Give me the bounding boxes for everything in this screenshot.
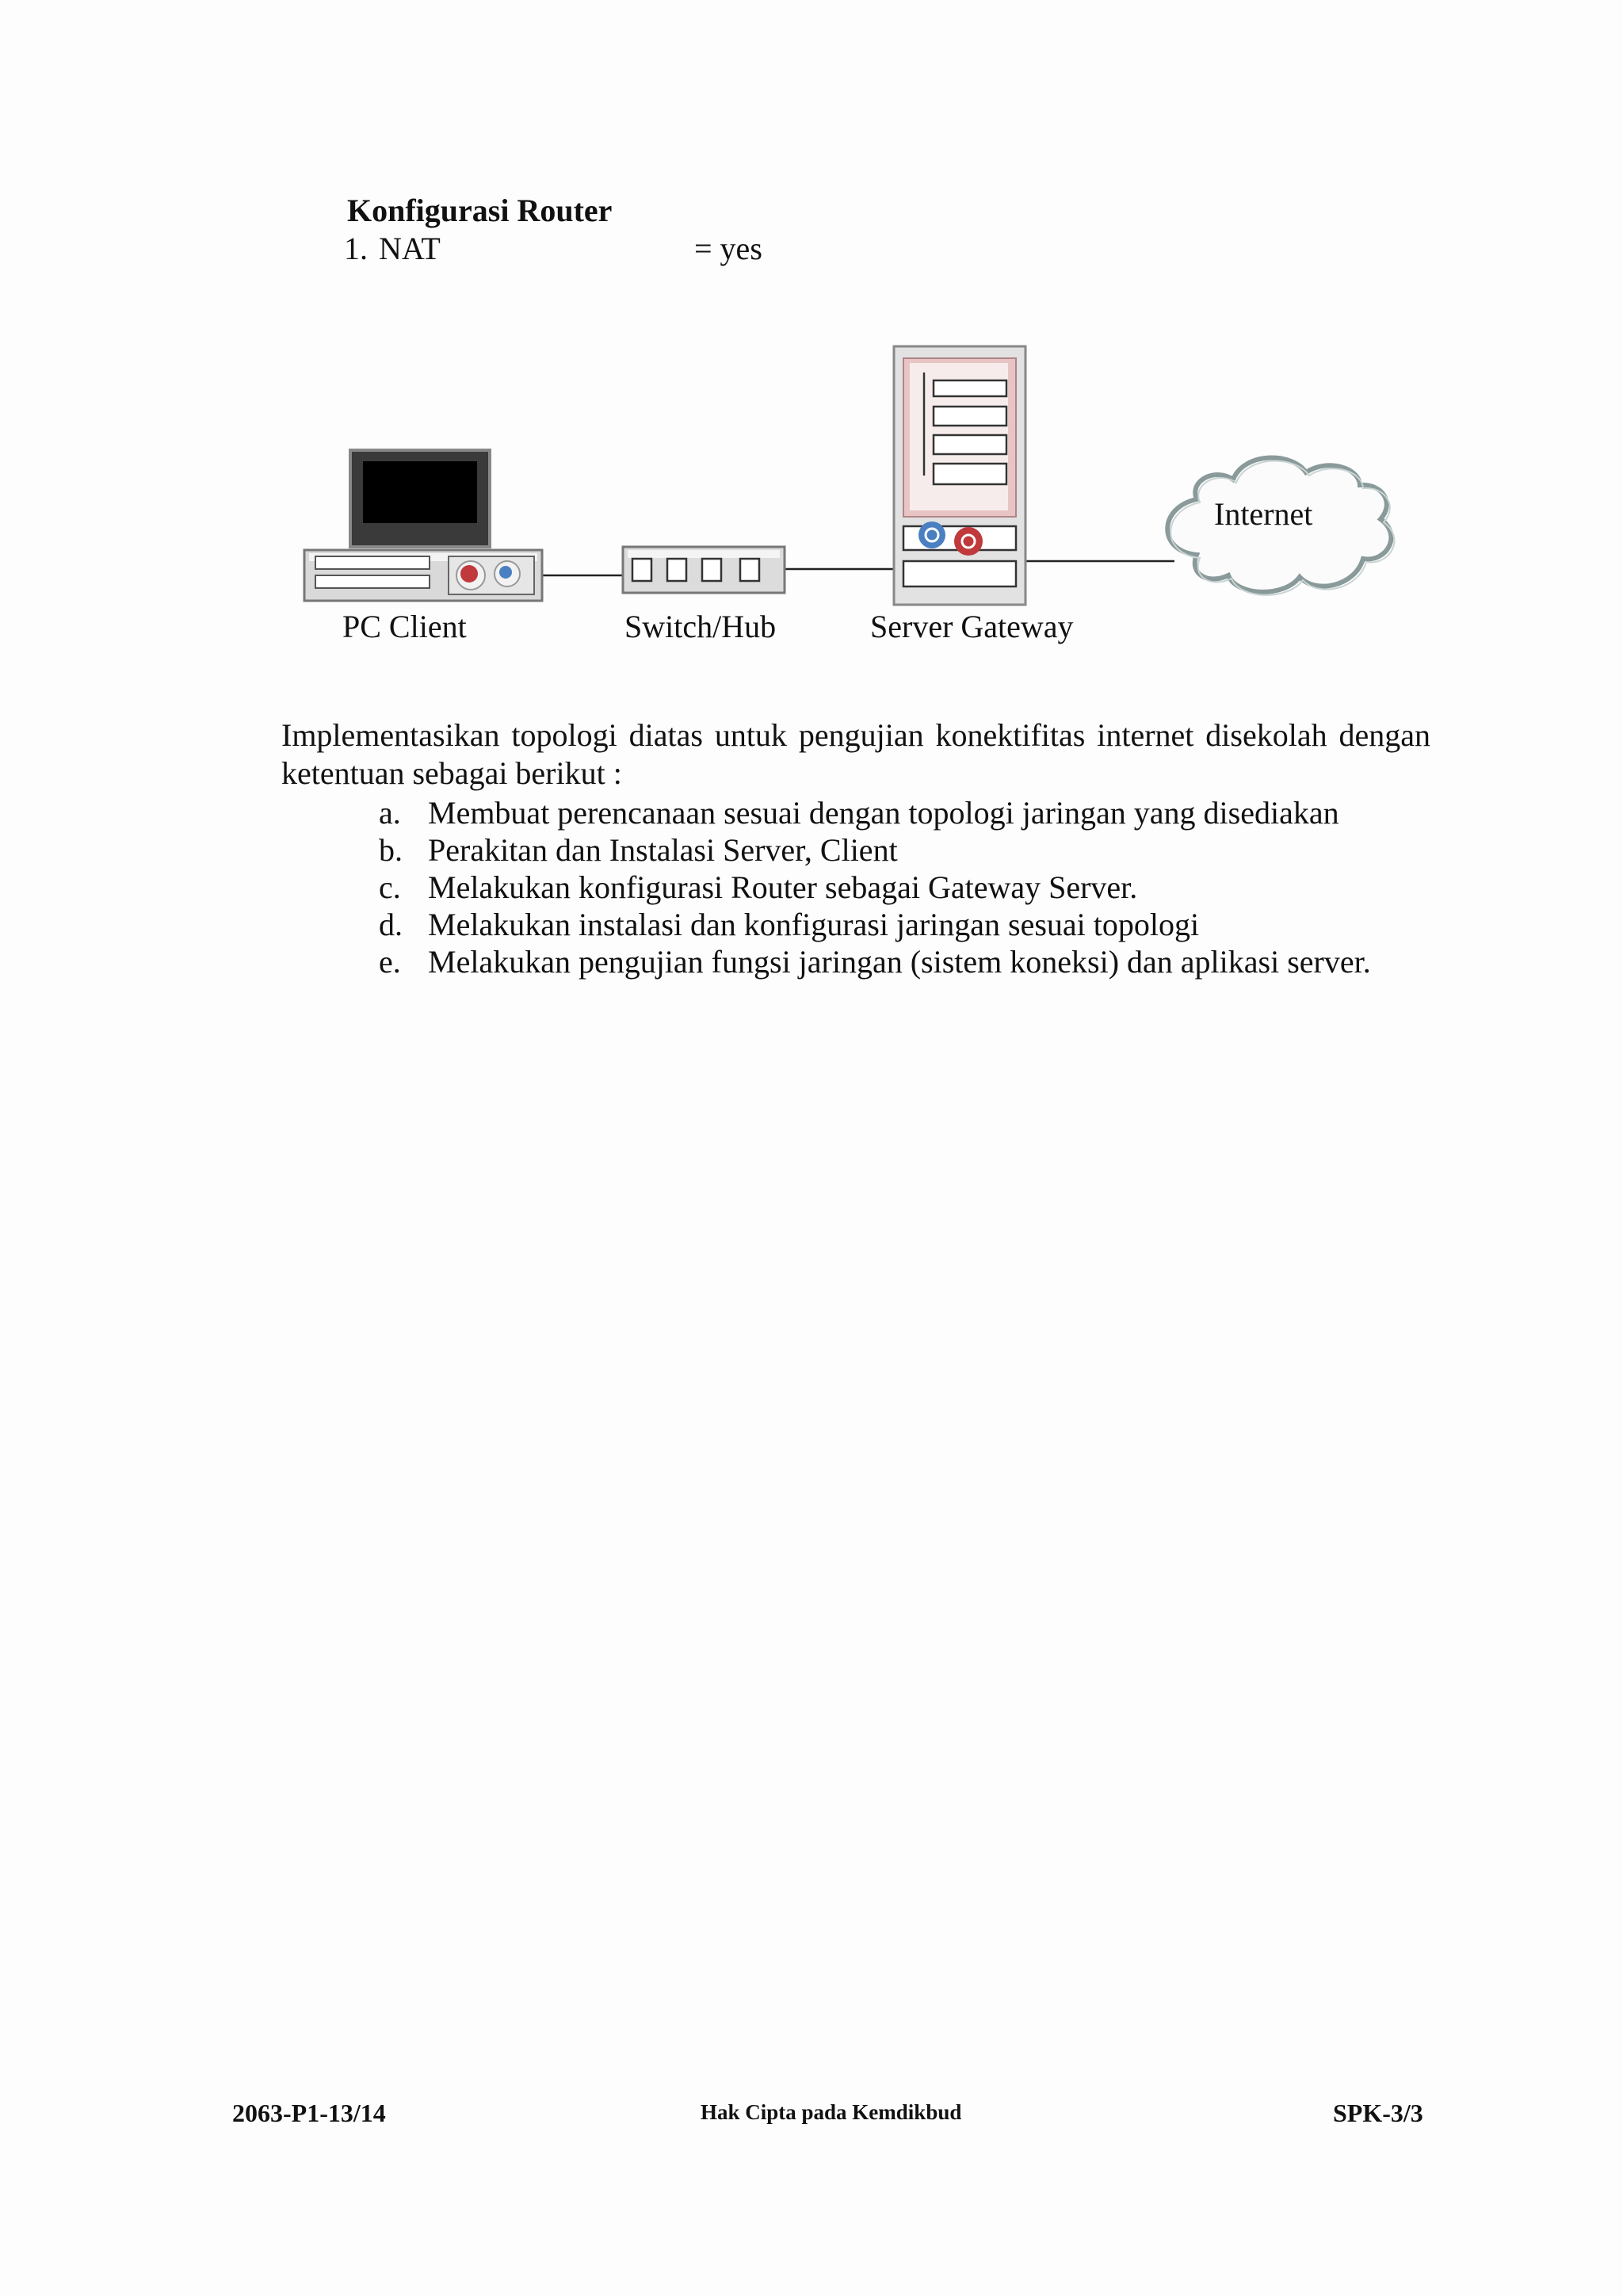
section-title: Konfigurasi Router: [347, 193, 613, 228]
list-text: Melakukan pengujian fungsi jaringan (sis…: [428, 944, 1371, 980]
config-item-value: = yes: [694, 231, 762, 266]
list-text: Perakitan dan Instalasi Server, Client: [428, 832, 898, 868]
config-item-key: NAT: [379, 231, 441, 266]
list-text: Membuat perencanaan sesuai dengan topolo…: [428, 795, 1339, 831]
cloud-icon: [1165, 455, 1396, 596]
footer-document-code: 2063-P1-13/14: [232, 2099, 386, 2127]
list-text: Melakukan konfigurasi Router sebagai Gat…: [428, 869, 1138, 905]
pc-client-label: PC Client: [342, 609, 467, 644]
list-item: d. Melakukan instalasi dan konfigurasi ja…: [379, 906, 1371, 943]
list-marker: a.: [379, 795, 401, 831]
network-topology-diagram: Internet PC Client Switch/Hub Server Gat…: [303, 345, 1396, 644]
list-item: e. Melakukan pengujian fungsi jaringan (s…: [379, 943, 1371, 980]
internet-label: Internet: [1214, 496, 1312, 532]
instruction-list: a. Membuat perencanaan sesuai dengan topo…: [379, 794, 1371, 980]
list-item: b. Perakitan dan Instalasi Server, Client: [379, 831, 1371, 869]
list-marker: e.: [379, 944, 401, 980]
server-gateway-label: Server Gateway: [870, 609, 1074, 644]
list-item: c. Melakukan konfigurasi Router sebagai G…: [379, 869, 1371, 906]
connection-lines: [539, 560, 1174, 577]
footer-copyright: Hak Cipta pada Kemdikbud: [701, 2100, 962, 2124]
list-marker: d.: [379, 907, 403, 942]
pc-icon: [303, 449, 544, 602]
config-item-number: 1.: [344, 231, 368, 266]
switch-hub-label: Switch/Hub: [624, 609, 776, 644]
list-text: Melakukan instalasi dan konfigurasi jari…: [428, 907, 1200, 942]
instruction-paragraph: Implementasikan topologi diatas untuk pe…: [281, 717, 1430, 791]
list-marker: b.: [379, 832, 403, 868]
list-item: a. Membuat perencanaan sesuai dengan topo…: [379, 794, 1371, 831]
list-marker: c.: [379, 869, 401, 905]
footer-page-number: SPK-3/3: [1333, 2099, 1423, 2127]
server-icon: [892, 345, 1027, 606]
switch-icon: [621, 545, 786, 594]
